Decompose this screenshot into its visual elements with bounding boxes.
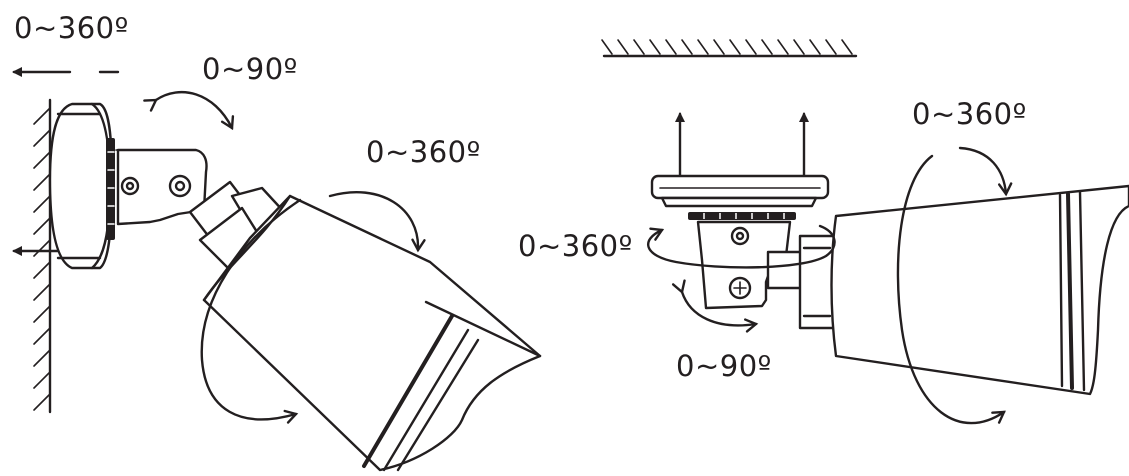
wall-tilt-arrow <box>156 92 232 128</box>
wall-barrel-rotation-label: 0~360º <box>366 138 481 167</box>
ceiling-camera-body <box>832 186 1129 394</box>
wall-surface <box>34 100 50 412</box>
ceiling-base-rotation-label: 0~360º <box>518 232 633 261</box>
wall-tilt-label: 0~90º <box>202 55 298 84</box>
ceiling-mount-arrows <box>680 114 804 176</box>
ceiling-base-plate <box>652 176 828 220</box>
ceiling-surface <box>602 40 856 56</box>
ceiling-tilt-label: 0~90º <box>676 352 772 381</box>
ceiling-barrel-rotation-label: 0~360º <box>912 100 1027 129</box>
wall-rotation-label: 0~360º <box>14 14 129 43</box>
wall-base-plate <box>50 104 120 268</box>
wall-mount-illustration <box>14 72 540 470</box>
